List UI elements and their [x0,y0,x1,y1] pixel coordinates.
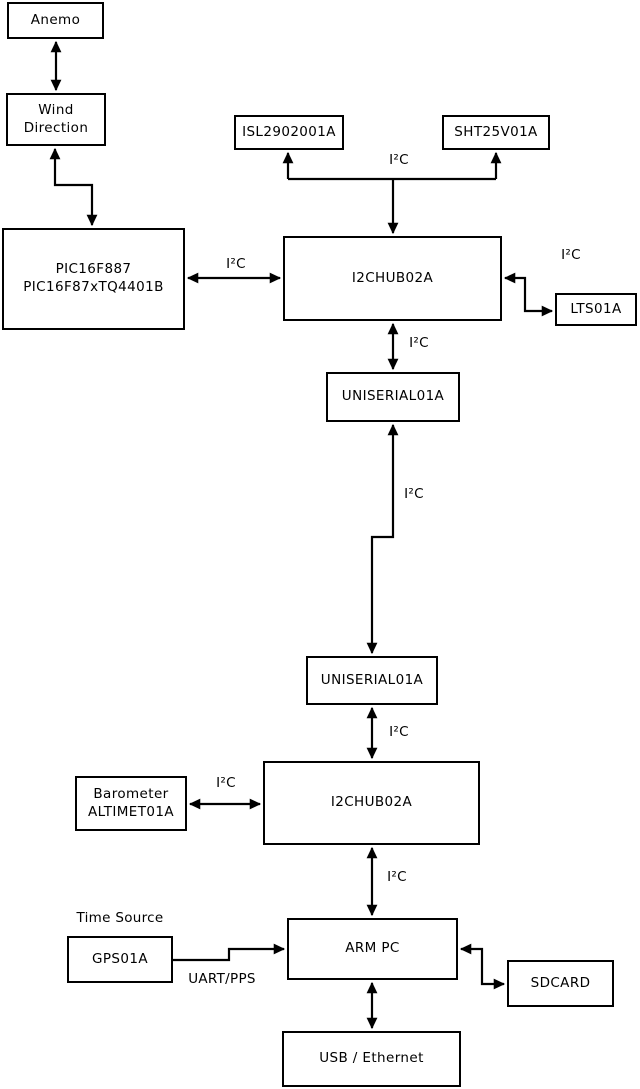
node-uniserial-top-label: UNISERIAL01A [341,388,445,405]
node-barometer-label-line2: ALTIMET01A [88,803,174,820]
uart-pps-label: UART/PPS [188,971,256,987]
node-usb-ethernet-label: USB / Ethernet [319,1050,424,1067]
node-gps: GPS01A [67,936,173,983]
node-anemometer: Anemo [7,2,104,39]
time-source-label: Time Source [76,910,164,926]
node-sht-sensor-label: SHT25V01A [454,123,538,140]
node-barometer-label-line1: Barometer [93,785,169,802]
node-uniserial-top: UNISERIAL01A [326,372,460,422]
node-lts-sensor-label: LTS01A [570,300,622,317]
node-isl-sensor-label: ISL2902001A [242,123,336,140]
node-i2c-hub-top-label: I2CHUB02A [351,269,434,286]
node-i2c-hub-top: I2CHUB02A [283,236,502,321]
node-i2c-hub-bottom-label: I2CHUB02A [330,794,413,811]
node-wind-direction-label-line1: Wind [38,101,74,118]
node-wind-direction-label-line2: Direction [23,119,89,136]
node-arm-pc: ARM PC [287,918,458,980]
edge-uniserial-top-uniserial-bottom [366,423,399,655]
node-wind-direction: Wind Direction [6,93,106,146]
i2c-label-hub-uniserial-top: I²C [409,335,429,351]
node-pic-label-line2: PIC16F87xTQ4401B [23,279,164,295]
i2c-label-hub-armpc: I²C [387,869,407,885]
node-lts-sensor: LTS01A [555,293,637,326]
node-i2c-hub-bottom: I2CHUB02A [263,761,480,845]
i2c-label-uniserial-link: I²C [404,486,424,502]
i2c-label-pic-hub: I²C [226,256,246,272]
i2c-label-barometer-hub: I²C [216,775,236,791]
node-sdcard-label: SDCARD [530,974,591,991]
i2c-label-hub-lts: I²C [561,247,581,263]
edge-gps-armpc [173,943,286,962]
edge-i2chub-top-lts [503,272,554,317]
node-uniserial-bottom: UNISERIAL01A [306,656,438,705]
node-uniserial-bottom-label: UNISERIAL01A [320,671,424,688]
node-arm-pc-label: ARM PC [345,940,400,957]
edge-armpc-sdcard [459,943,506,990]
node-isl-sensor: ISL2902001A [234,115,344,150]
node-gps-label: GPS01A [92,950,148,967]
node-anemometer-label: Anemo [30,11,81,28]
node-barometer: Barometer ALTIMET01A [75,776,187,831]
node-sdcard: SDCARD [507,960,614,1007]
i2c-label-uniserial-hub-bottom: I²C [389,724,409,740]
edge-winddirection-pic [49,147,98,227]
i2c-label-sensor-bus: I²C [389,152,409,168]
node-sht-sensor: SHT25V01A [442,115,550,150]
node-pic-microcontroller: PIC16F887 PIC16F87xTQ4401B [2,228,185,330]
node-usb-ethernet: USB / Ethernet [282,1031,461,1087]
node-pic-label-line1: PIC16F887 [55,261,132,278]
